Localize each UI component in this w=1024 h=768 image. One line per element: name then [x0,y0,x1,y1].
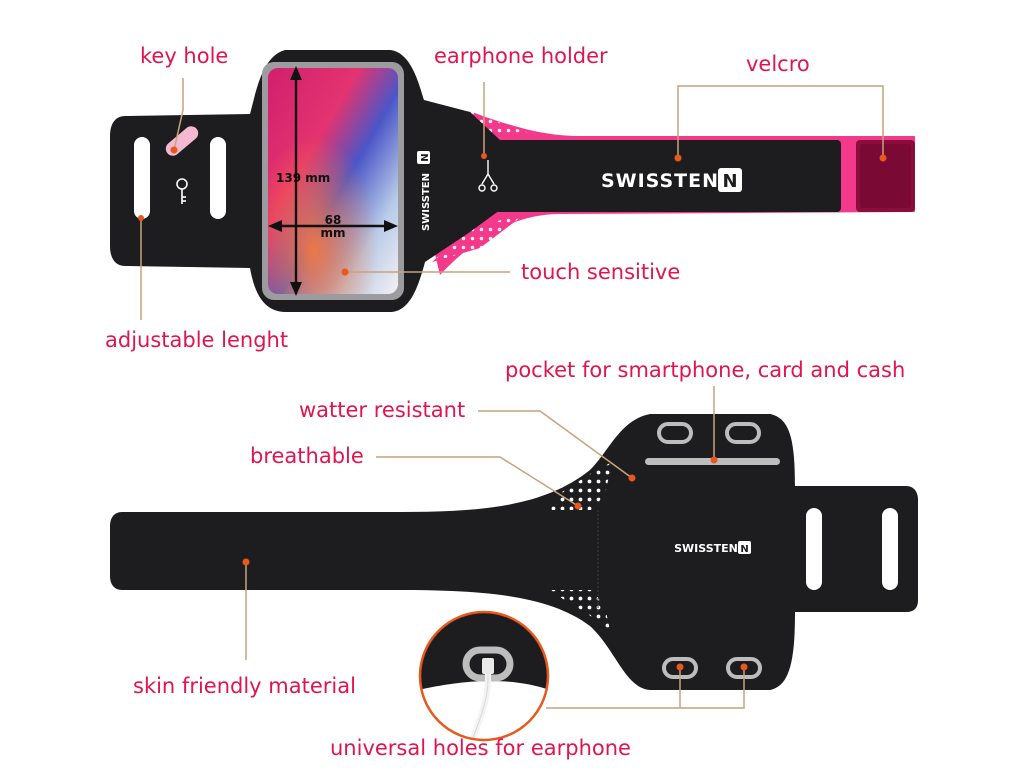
leader-dots [138,146,887,671]
svg-text:N: N [420,153,431,161]
width-dimension-label: 68 mm [313,214,353,240]
label-skin-friendly: skin friendly material [133,674,356,698]
dimension-arrows [268,66,398,296]
width-dimension-unit: mm [320,226,346,240]
earphone-hole-zoom-inset [420,612,548,740]
label-pocket: pocket for smartphone, card and cash [505,358,906,382]
breathable-perforation-bottom [548,590,610,630]
pink-perforation-bottom [432,214,525,262]
label-key-hole: key hole [140,44,229,68]
svg-text:SWISSTEN: SWISSTEN [421,173,432,231]
leader-lines [140,78,884,709]
earphone-hole-top-right [725,422,761,444]
label-water-resistant: watter resistant [299,398,466,422]
back-logo: SWISSTEN N [674,541,751,555]
earphone-icon [478,160,498,192]
earphone-hole-top-left [657,422,693,444]
strap-logo: SWISSTEN N [601,168,742,192]
svg-text:SWISSTEN: SWISSTEN [674,542,738,555]
right-slot-2 [882,508,898,590]
svg-text:N: N [722,171,737,192]
svg-text:N: N [740,544,748,555]
label-adjustable-length: adjustable lenght [105,328,289,352]
svg-text:SWISSTEN: SWISSTEN [601,170,719,192]
height-dimension-label: 139 mm [276,171,331,185]
left-slot-1 [134,137,150,219]
label-breathable: breathable [250,444,364,468]
label-velcro: velcro [746,52,810,76]
velcro-strip [495,140,841,212]
key-icon [176,178,188,204]
left-slot-2 [210,137,226,219]
width-dimension-value: 68 [324,213,342,227]
label-touch-sensitive: touch sensitive [521,260,681,284]
vertical-logo: SWISSTEN N [417,151,432,231]
back-body [110,414,918,690]
right-slot-1 [806,508,822,590]
label-universal-holes: universal holes for earphone [330,736,631,760]
label-earphone-holder: earphone holder [434,44,608,68]
